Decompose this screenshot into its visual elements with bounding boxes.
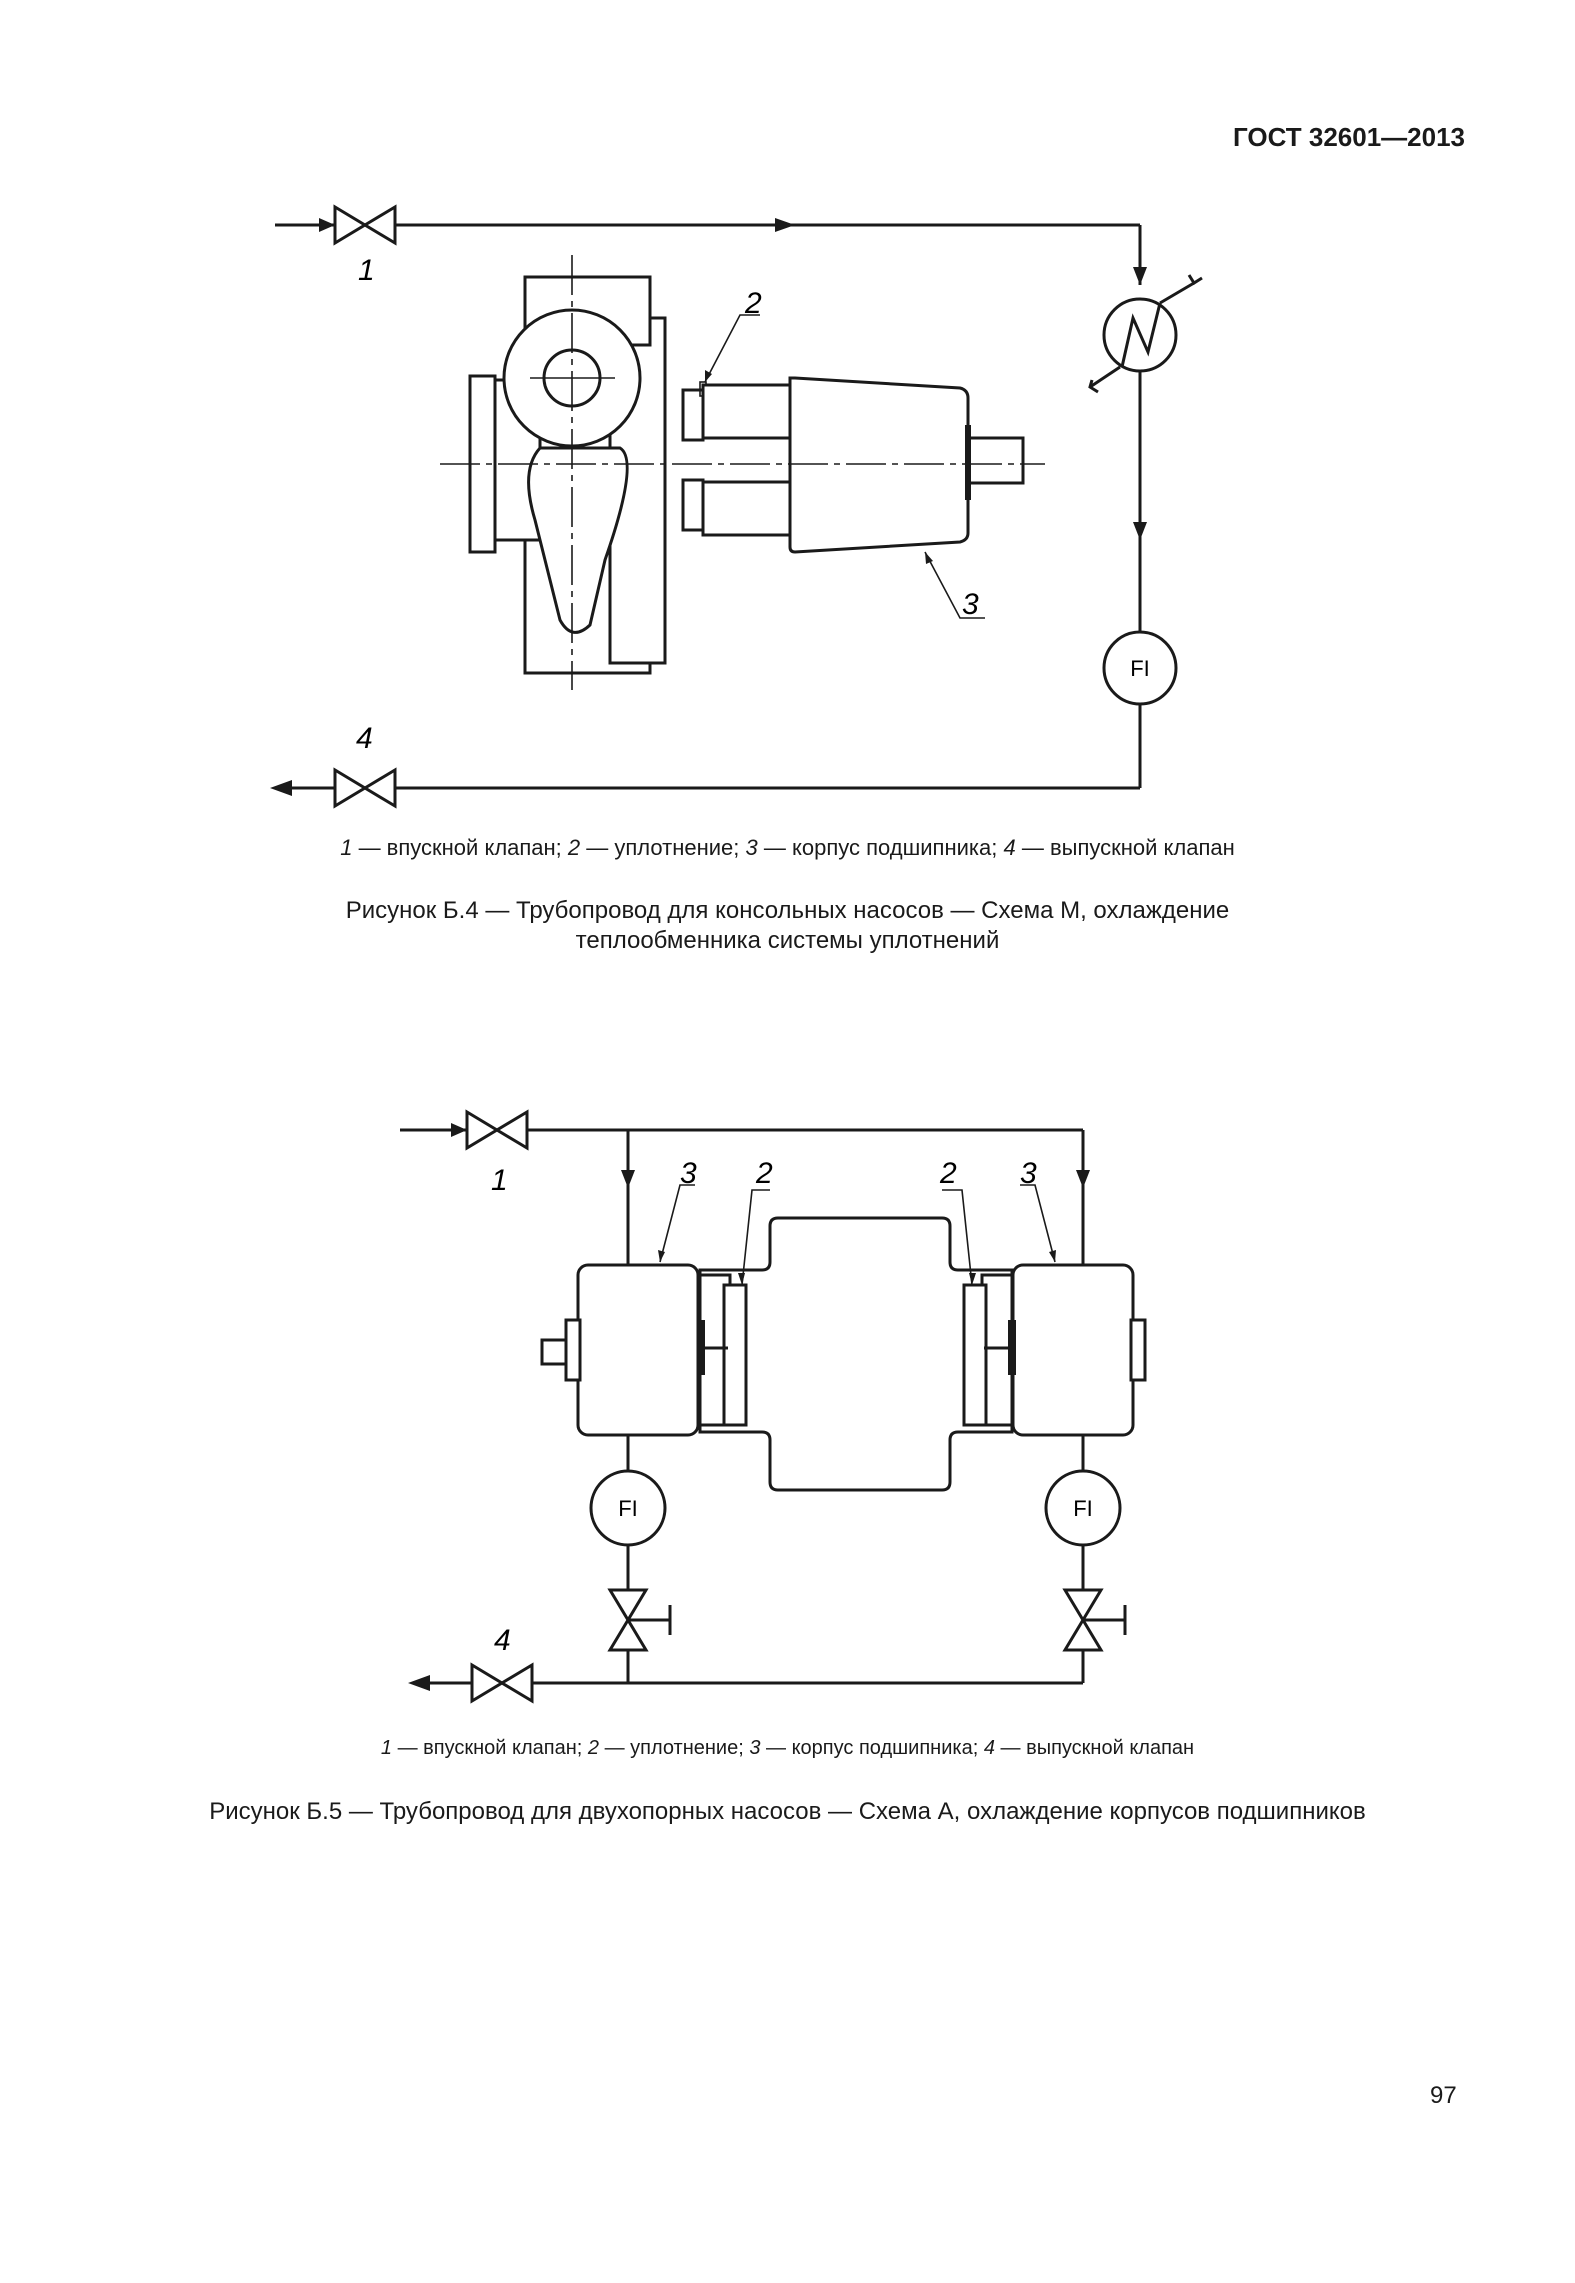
figure-b4-legend: 1 — впускной клапан; 2 — уплотнение; 3 —… [340,835,1235,860]
label-seal-right: 2 [939,1157,957,1190]
flow-arrow-icon [775,218,795,232]
cantilever-pump [440,255,1045,690]
label-bearing-housing-left: 3 [680,1157,697,1190]
label-seal: 2 [744,287,762,320]
flow-indicator-left-label: FI [618,1496,638,1521]
label-seal-left: 2 [755,1157,773,1190]
regulating-valve-icon [607,1588,672,1652]
outlet-valve-icon [333,767,397,809]
page-number: 97 [1430,2082,1457,2109]
outlet-valve-icon [470,1662,534,1704]
figure-b5-diagram: FI FI 1 3 2 2 3 [400,1109,1147,1704]
regulating-valve-icon [1062,1588,1127,1652]
inlet-valve-icon [333,204,397,246]
figure-b4-caption: Рисунок Б.4 — Трубопровод для консольных… [345,897,1230,954]
heat-exchanger-icon [1088,274,1203,394]
label-outlet-valve: 4 [494,1624,511,1657]
figure-b4-diagram: FI [270,204,1203,809]
flow-indicator-label: FI [1130,656,1150,681]
inlet-valve-icon [465,1109,529,1151]
label-bearing-housing-right: 3 [1020,1157,1037,1190]
label-inlet-valve: 1 [358,254,375,287]
label-bearing-housing: 3 [962,588,979,621]
flow-indicator-icon: FI [1044,1469,1122,1547]
flow-indicator-icon: FI [1102,630,1178,706]
figure-b5-legend: 1 — впускной клапан; 2 — уплотнение; 3 —… [380,1737,1195,1759]
flow-indicator-icon: FI [589,1469,667,1547]
label-outlet-valve: 4 [356,722,373,755]
flow-indicator-right-label: FI [1073,1496,1093,1521]
label-inlet-valve: 1 [491,1164,508,1197]
document-header: ГОСТ 32601—2013 [1233,122,1465,152]
figure-b5-caption: Рисунок Б.5 — Трубопровод для двухопорны… [209,1798,1366,1825]
